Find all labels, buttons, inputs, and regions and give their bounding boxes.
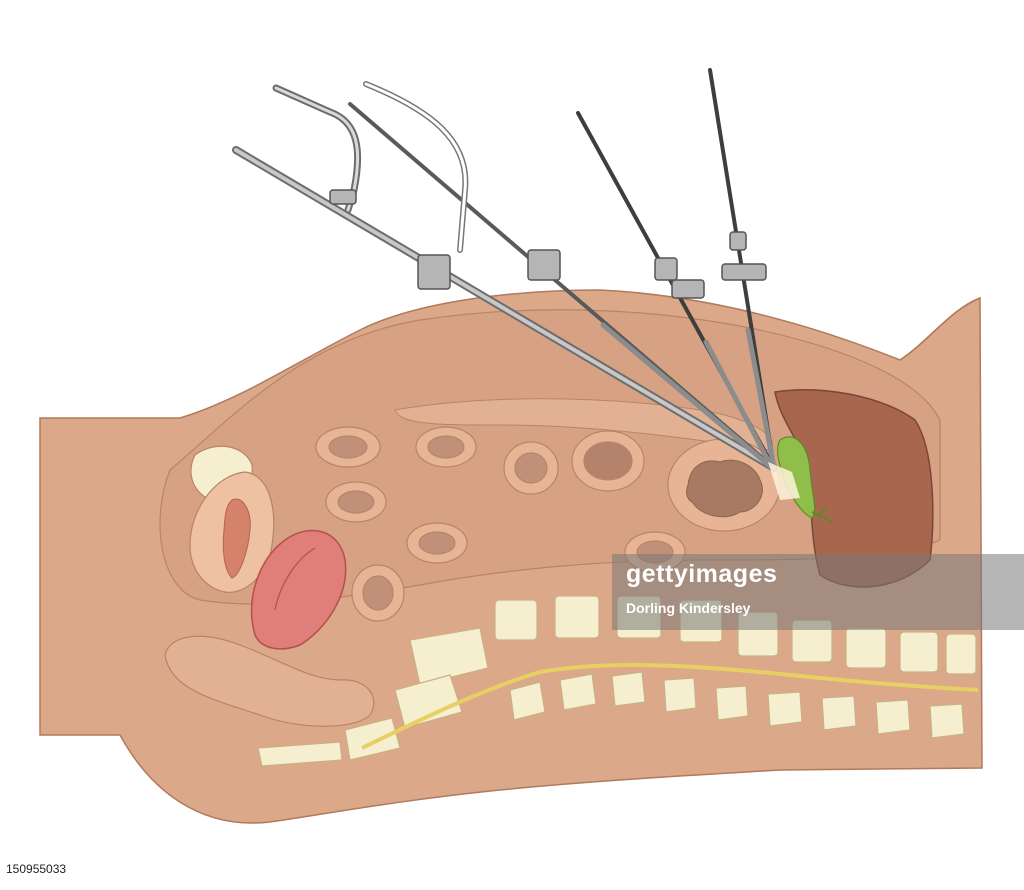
trocar-valve [654, 257, 678, 281]
vertebral-process [611, 671, 646, 707]
image-id-label: 150955033 [6, 862, 67, 876]
tailbone-segment [257, 741, 343, 767]
sacrum [409, 627, 489, 686]
trocar-valve [671, 279, 705, 299]
watermark-logo: gettyimages [626, 560, 778, 588]
spinal-cord [361, 663, 979, 750]
vertebra [945, 633, 977, 675]
vertebral-process [929, 703, 965, 739]
watermark-bar [612, 554, 1024, 630]
trocar-valve [721, 263, 767, 281]
watermark-credit: Dorling Kindersley [626, 600, 751, 616]
vertebra [554, 595, 600, 639]
uterine-cavity [222, 498, 251, 579]
trocar-valve [527, 249, 561, 281]
rectum [164, 635, 375, 727]
coccyx [344, 717, 401, 761]
back-wall [899, 297, 981, 361]
trocar-valve [417, 254, 451, 290]
bowel-loops [315, 426, 686, 622]
transverse-colon [667, 438, 781, 532]
vertebral-process [767, 691, 803, 727]
trocar-valve [329, 189, 357, 205]
cystic-duct [811, 507, 833, 523]
vertebral-process [509, 681, 546, 721]
light-beam [768, 462, 800, 500]
vertebral-process [663, 677, 697, 713]
vertebra [494, 599, 538, 641]
trocar-valve [729, 231, 747, 251]
vertebral-process [875, 699, 911, 735]
bladder [251, 529, 347, 650]
vertebral-process [715, 685, 749, 721]
vertebra [845, 627, 887, 669]
pelvic-organs [189, 445, 347, 650]
vertebral-process [559, 673, 597, 711]
sacrum-lower [394, 674, 463, 729]
vertebra [899, 631, 939, 673]
gallbladder [776, 436, 816, 519]
laparoscopic-instruments [232, 68, 800, 500]
vertebral-process [821, 695, 857, 731]
